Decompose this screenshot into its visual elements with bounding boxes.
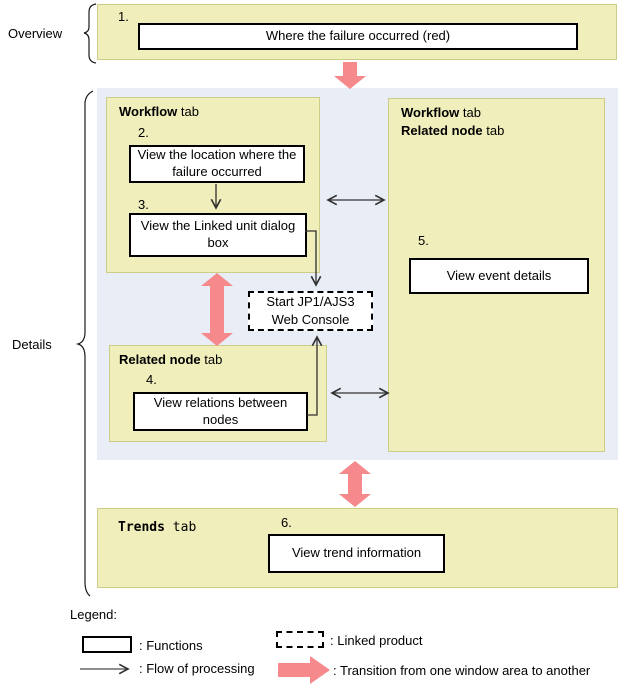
step-2-number: 2. <box>138 125 149 140</box>
function-box-view-relations: View relations between nodes <box>133 392 308 431</box>
trends-tab-label: Trends tab <box>118 519 196 537</box>
function-box-view-trend-information: View trend information <box>268 534 445 573</box>
related-node-tab-label: Related node tab <box>119 351 222 369</box>
legend-functions-box-icon <box>82 636 132 653</box>
legend-transition-label: : Transition from one window area to ano… <box>333 663 591 678</box>
step-6-number: 6. <box>281 515 292 530</box>
linked-product-box-start-web-console: Start JP1/AJS3 Web Console <box>248 291 373 331</box>
details-label: Details <box>12 337 52 352</box>
legend-linked-product-label: : Linked product <box>330 633 423 648</box>
function-box-label: Where the failure occurred (red) <box>265 28 451 44</box>
overview-brace <box>83 3 97 64</box>
function-box-label: View trend information <box>291 545 422 561</box>
legend-transition-arrow-icon <box>278 656 330 684</box>
trends-tab-name: Trends <box>118 520 165 535</box>
legend-title: Legend: <box>70 607 117 622</box>
overview-label: Overview <box>8 26 63 41</box>
step-3-number: 3. <box>138 197 149 212</box>
transition-arrow-details-trends-icon <box>339 461 371 507</box>
step-1-number: 1. <box>118 9 129 24</box>
trends-tab-suffix: tab <box>164 520 197 535</box>
function-box-view-location: View the location where the failure occu… <box>129 145 305 183</box>
function-box-label: View the Linked unit dialog box <box>140 218 296 250</box>
function-box-view-linked-unit-dialog: View the Linked unit dialog box <box>129 213 307 257</box>
overview-panel: 1. Where the failure occurred (red) <box>97 4 617 60</box>
workflow-tab-suffix: tab <box>459 105 481 120</box>
related-node-tab-suffix: tab <box>482 122 505 138</box>
related-node-tab-suffix: tab <box>200 352 223 367</box>
function-box-view-event-details: View event details <box>409 258 589 294</box>
workflow-related-node-panel: Workflow tab Related node tab 5. View ev… <box>388 98 605 452</box>
linked-product-line2: Web Console <box>271 312 350 327</box>
legend-functions-label: : Functions <box>139 638 203 653</box>
step-5-number: 5. <box>418 233 429 248</box>
workflow-tab-name: Workflow <box>119 104 178 119</box>
linked-product-line1: Start JP1/AJS3 <box>266 294 355 310</box>
workflow-tab-suffix: tab <box>177 104 199 119</box>
function-box-where-failure-occurred: Where the failure occurred (red) <box>138 23 578 50</box>
workflow-panel: Workflow tab 2. View the location where … <box>106 97 320 273</box>
related-node-panel: Related node tab 4. View relations betwe… <box>109 345 327 442</box>
workflow-tab-label: Workflow tab <box>119 103 199 121</box>
trends-panel: Trends tab 6. View trend information <box>97 508 618 588</box>
function-box-label: View the location where the failure occu… <box>137 147 297 179</box>
legend-flow-label: : Flow of processing <box>139 661 255 676</box>
step-4-number: 4. <box>146 372 157 387</box>
panel-tab-labels: Workflow tab Related node tab <box>401 104 504 139</box>
related-node-tab-name: Related node <box>401 122 483 138</box>
transition-arrow-overview-to-details-icon <box>334 62 366 89</box>
legend-linked-product-box-icon <box>276 631 324 648</box>
workflow-tab-name: Workflow <box>401 105 460 120</box>
details-brace <box>75 90 94 597</box>
related-node-tab-name: Related node <box>119 352 201 367</box>
function-box-label: View relations between nodes <box>153 394 288 427</box>
function-box-label: View event details <box>446 267 552 283</box>
